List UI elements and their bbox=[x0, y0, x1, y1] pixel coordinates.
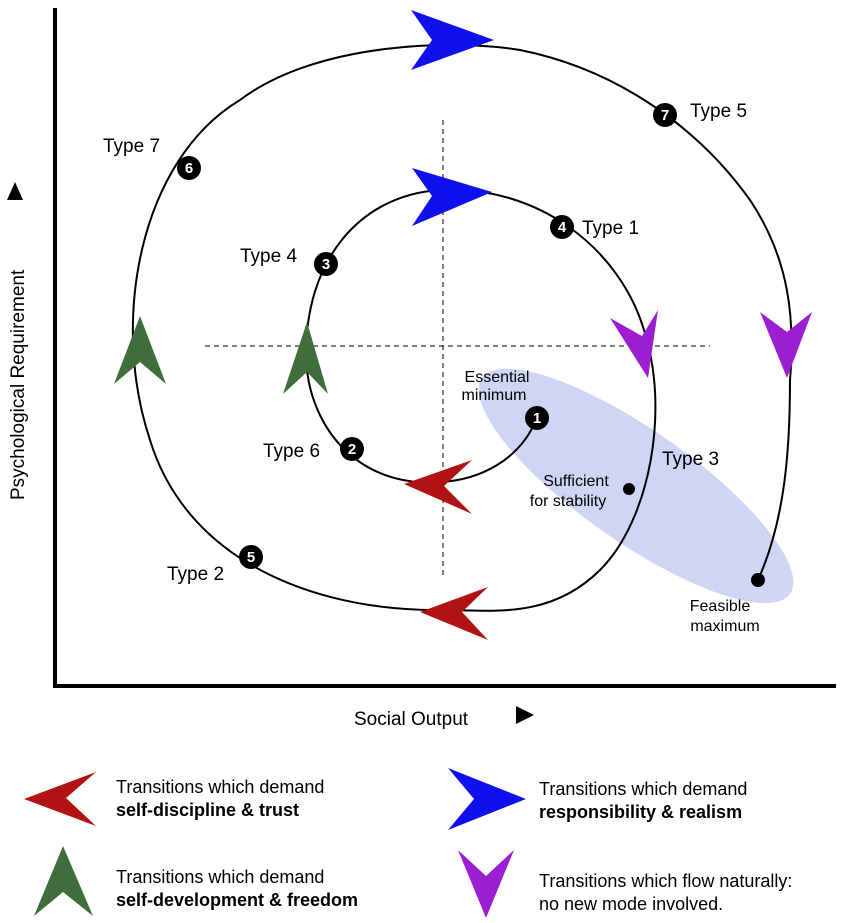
svg-text:4: 4 bbox=[558, 219, 567, 236]
red-arrow-inner bbox=[404, 460, 472, 514]
essential-label-line1: Essential bbox=[465, 369, 530, 386]
stability-zone bbox=[478, 368, 794, 604]
green-arrow-inner bbox=[283, 322, 328, 394]
y-axis-label: Psychological Requirement bbox=[8, 269, 29, 500]
green-arrow-outer bbox=[114, 316, 166, 384]
legend-purple-line1: Transitions which flow naturally: bbox=[539, 871, 792, 891]
svg-text:1: 1 bbox=[533, 410, 541, 427]
purple-arrow-inner bbox=[610, 310, 658, 378]
legend-blue-arrow-icon bbox=[448, 768, 526, 830]
feasible-point bbox=[751, 573, 765, 587]
legend-purple-line2: no new mode involved. bbox=[539, 894, 723, 914]
x-axis-arrow-icon bbox=[516, 706, 534, 724]
x-axis-label: Social Output bbox=[354, 709, 469, 730]
type-label-4: Type 1 bbox=[582, 218, 639, 239]
type-label-7: Type 5 bbox=[690, 101, 747, 122]
legend-blue-line1: Transitions which demand bbox=[539, 779, 747, 799]
svg-text:6: 6 bbox=[185, 160, 193, 177]
svg-text:5: 5 bbox=[247, 549, 255, 566]
axes-frame bbox=[53, 8, 836, 688]
marker-2: 2 bbox=[340, 437, 364, 461]
type-label-6: Type 7 bbox=[103, 136, 160, 157]
marker-3: 3 bbox=[314, 252, 338, 276]
legend-blue-line2: responsibility & realism bbox=[539, 802, 742, 822]
type-label-2: Type 6 bbox=[263, 441, 320, 462]
blue-arrow-outer bbox=[411, 10, 494, 70]
marker-6: 6 bbox=[177, 156, 201, 180]
purple-arrow-outer bbox=[760, 312, 812, 378]
red-arrow-outer bbox=[420, 587, 488, 640]
svg-text:3: 3 bbox=[322, 256, 330, 273]
sufficient-point bbox=[623, 483, 635, 495]
spiral-path bbox=[131, 44, 793, 612]
legend-green-line1: Transitions which demand bbox=[116, 867, 324, 887]
marker-1: 1 bbox=[525, 406, 549, 430]
legend-green-line2: self-development & freedom bbox=[116, 890, 358, 910]
feasible-label-line2: maximum bbox=[690, 618, 759, 635]
legend-red-line1: Transitions which demand bbox=[116, 777, 324, 797]
marker-4: 4 bbox=[550, 215, 574, 239]
essential-label-line2: minimum bbox=[462, 387, 527, 404]
legend-purple-arrow-icon bbox=[458, 850, 514, 918]
type-label-3: Type 4 bbox=[240, 246, 297, 267]
legend-red-line2: self-discipline & trust bbox=[116, 800, 299, 820]
legend-green-arrow-icon bbox=[34, 846, 93, 916]
legend: Transitions which demand self-discipline… bbox=[24, 768, 792, 918]
sufficient-label-line1: Sufficient bbox=[543, 473, 609, 490]
legend-red-arrow-icon bbox=[24, 772, 96, 826]
marker-5: 5 bbox=[239, 545, 263, 569]
feasible-label-line1: Feasible bbox=[690, 598, 751, 615]
svg-text:2: 2 bbox=[348, 441, 356, 458]
type-label-5: Type 2 bbox=[167, 564, 224, 585]
y-axis-arrow-icon bbox=[7, 182, 23, 200]
sufficient-label-line2: for stability bbox=[530, 493, 606, 510]
zone-label: Type 3 bbox=[662, 449, 719, 470]
blue-arrow-inner bbox=[412, 168, 492, 226]
svg-text:7: 7 bbox=[661, 107, 669, 124]
marker-7: 7 bbox=[653, 103, 677, 127]
